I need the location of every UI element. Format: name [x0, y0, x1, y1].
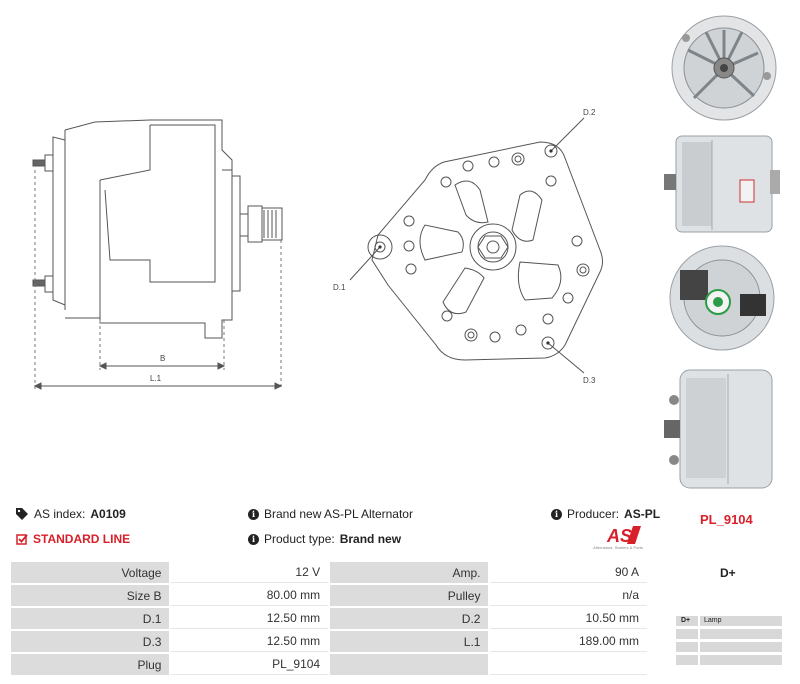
terminal-name	[676, 655, 698, 665]
spec-label: D.3	[11, 631, 170, 652]
terminal-function: Lamp	[700, 616, 782, 626]
table-row: Voltage 12 V Amp. 90 A	[11, 562, 647, 583]
spec-label: D.2	[330, 608, 489, 629]
spec-value[interactable]: PL_9104	[171, 654, 329, 675]
spec-label: Pulley	[330, 585, 489, 606]
terminal-name: D+	[676, 616, 698, 626]
as-index-value: A0109	[90, 507, 126, 521]
spec-value: 12 V	[171, 562, 329, 583]
terminal-name	[676, 629, 698, 639]
table-row: D.3 12.50 mm L.1 189.00 mm	[11, 631, 647, 652]
terminal-function	[700, 629, 782, 639]
technical-drawing: B L.1	[32, 108, 603, 390]
spec-label: Size B	[11, 585, 170, 606]
checkbox-icon	[16, 534, 28, 545]
dimension-label-d2: D.2	[583, 108, 596, 117]
connector-row	[676, 642, 782, 652]
product-photo-top[interactable]	[662, 360, 782, 498]
spec-label: Plug	[11, 654, 170, 675]
brand-text: Brand new AS-PL Alternator	[264, 507, 413, 521]
terminal-name	[676, 642, 698, 652]
connector-table: D+ Lamp	[676, 616, 782, 668]
producer-label: Producer:	[567, 507, 620, 521]
table-row: Plug PL_9104	[11, 654, 647, 675]
spec-label: D.1	[11, 608, 170, 629]
spec-label: Amp.	[330, 562, 489, 583]
standard-line-badge: STANDARD LINE	[16, 532, 130, 546]
dimension-label-l1: L.1	[150, 374, 162, 383]
producer: i Producer: AS-PL	[551, 507, 660, 521]
product-type-label: Product type:	[264, 532, 335, 546]
product-photo-rear[interactable]	[662, 242, 782, 354]
spec-value: n/a	[490, 585, 647, 606]
info-icon: i	[248, 508, 259, 520]
specs-table: Voltage 12 V Amp. 90 A Size B 80.00 mm P…	[9, 560, 649, 677]
table-row: Size B 80.00 mm Pulley n/a	[11, 585, 647, 606]
brand-info: i Brand new AS-PL Alternator	[248, 507, 413, 521]
spec-value: 189.00 mm	[490, 631, 647, 652]
product-photo-side[interactable]	[662, 130, 782, 238]
product-photo-front[interactable]	[662, 8, 782, 126]
logo-tagline: Alternators, Starters & Parts	[593, 545, 643, 550]
connector-row	[676, 629, 782, 639]
spec-value: 80.00 mm	[171, 585, 329, 606]
dimension-label-b: B	[160, 354, 165, 363]
connector-row: D+ Lamp	[676, 616, 782, 626]
product-type: i Product type: Brand new	[248, 532, 401, 546]
spec-value: 12.50 mm	[171, 608, 329, 629]
svg-text:AS: AS	[606, 526, 632, 546]
info-icon: i	[248, 533, 259, 545]
as-pl-logo: AS	[606, 526, 641, 546]
spec-value: 90 A	[490, 562, 647, 583]
connector-title: D+	[720, 566, 736, 580]
spec-label: L.1	[330, 631, 489, 652]
dimension-label-d3: D.3	[583, 376, 596, 385]
standard-line-label: STANDARD LINE	[33, 532, 131, 546]
part-code[interactable]: PL_9104	[700, 512, 753, 527]
side-view-drawing	[32, 119, 283, 390]
as-index-label: AS index:	[34, 507, 86, 521]
terminal-function	[700, 642, 782, 652]
as-index: AS index: A0109	[16, 507, 126, 521]
spec-value	[490, 654, 647, 675]
table-row: D.1 12.50 mm D.2 10.50 mm	[11, 608, 647, 629]
info-icon: i	[551, 508, 562, 520]
producer-value: AS-PL	[624, 507, 661, 521]
front-view-drawing	[349, 117, 603, 374]
spec-value: 10.50 mm	[490, 608, 647, 629]
connector-row	[676, 655, 782, 665]
spec-value: 12.50 mm	[171, 631, 329, 652]
dimension-label-d1: D.1	[333, 283, 346, 292]
tag-icon	[16, 508, 28, 520]
spec-label: Voltage	[11, 562, 170, 583]
product-type-value: Brand new	[339, 532, 402, 546]
terminal-function	[700, 655, 782, 665]
spec-label	[330, 654, 489, 675]
